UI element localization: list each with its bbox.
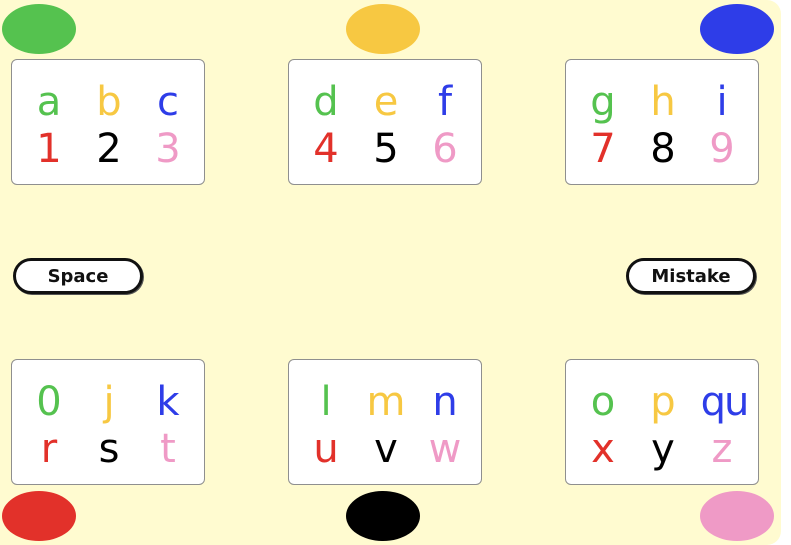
digit: 3 <box>155 126 181 172</box>
letter: t <box>160 426 176 472</box>
digit: 1 <box>36 126 62 172</box>
letter: p <box>650 379 676 425</box>
letter: h <box>650 79 676 125</box>
letter: qu <box>700 379 750 425</box>
letter: s <box>98 426 120 472</box>
letter: o <box>590 379 616 425</box>
letter: e <box>373 79 399 125</box>
digit: 6 <box>432 126 458 172</box>
digit: 4 <box>313 126 339 172</box>
letter: x <box>591 426 615 472</box>
letter: l <box>320 379 332 425</box>
letter: m <box>366 379 406 425</box>
letter: k <box>156 379 180 425</box>
digit: 5 <box>373 126 399 172</box>
letter: n <box>432 379 458 425</box>
letter: c <box>157 79 179 125</box>
key-card-ghi[interactable]: g h i 7 8 9 <box>565 59 759 185</box>
key-card-jk[interactable]: 0 j k r s t <box>11 359 205 485</box>
letter: i <box>716 79 728 125</box>
space-button[interactable]: Space <box>13 258 143 294</box>
letter: d <box>313 79 339 125</box>
letter: 0 <box>36 379 62 425</box>
letter: y <box>651 426 675 472</box>
key-card-lmn[interactable]: l m n u v w <box>288 359 482 485</box>
key-card-abc[interactable]: a b c 1 2 3 <box>11 59 205 185</box>
letter: u <box>313 426 339 472</box>
letter: f <box>437 79 453 125</box>
red-dot[interactable] <box>2 491 76 541</box>
letter: v <box>374 426 398 472</box>
pink-dot[interactable] <box>700 491 774 541</box>
letter: r <box>40 426 58 472</box>
key-card-def[interactable]: d e f 4 5 6 <box>288 59 482 185</box>
blue-dot[interactable] <box>700 4 774 54</box>
digit: 8 <box>650 126 676 172</box>
mistake-button[interactable]: Mistake <box>626 258 756 294</box>
letter: a <box>36 79 62 125</box>
letter: j <box>103 379 115 425</box>
digit: 9 <box>709 126 735 172</box>
letter: b <box>96 79 122 125</box>
key-card-opqu[interactable]: o p qu x y z <box>565 359 759 485</box>
digit: 7 <box>590 126 616 172</box>
letter: w <box>428 426 462 472</box>
letter: g <box>590 79 616 125</box>
digit: 2 <box>96 126 122 172</box>
green-dot[interactable] <box>2 4 76 54</box>
letter: z <box>711 426 733 472</box>
yellow-dot[interactable] <box>346 4 420 54</box>
black-dot[interactable] <box>346 491 420 541</box>
